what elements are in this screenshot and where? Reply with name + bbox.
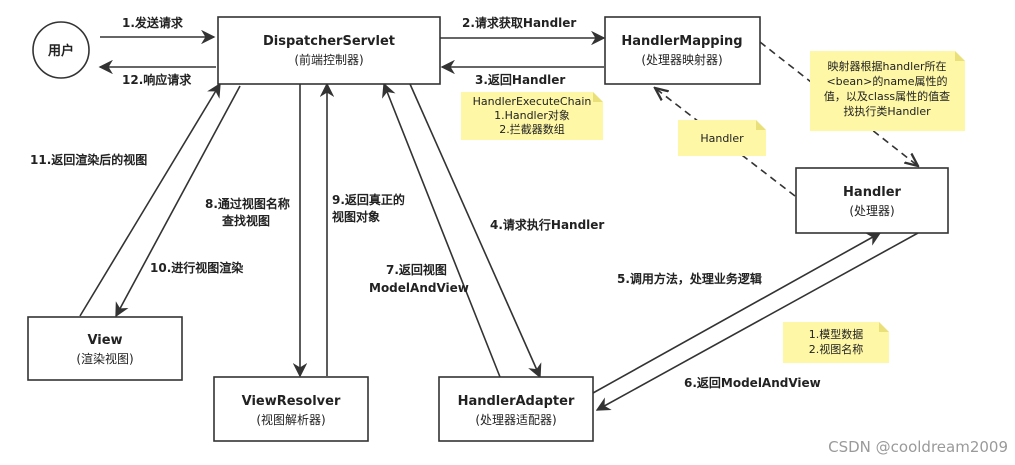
node-view-resolver: ViewResolver (视图解析器) xyxy=(213,376,369,442)
node-handler-adapter: HandlerAdapter (处理器适配器) xyxy=(438,376,594,442)
view-title: View xyxy=(87,333,122,348)
note-execute-chain-line-1: HandlerExecuteChain xyxy=(473,95,592,108)
handler-mapping-title: HandlerMapping xyxy=(621,34,742,49)
step-9-label-line-1: 9.返回真正的 xyxy=(332,192,405,207)
handler-title: Handler xyxy=(843,185,901,200)
view-resolver-title: ViewResolver xyxy=(242,394,341,409)
step-10-label: 10.进行视图渲染 xyxy=(150,260,244,275)
nodes: 用户 DispatcherServlet (前端控制器) HandlerMapp… xyxy=(27,16,949,442)
arrow-return-modelandview-6 xyxy=(595,232,919,411)
note-execute-chain-line-2: 1.Handler对象 xyxy=(494,108,570,122)
note-model-line-2: 2.视图名称 xyxy=(809,342,864,356)
node-user: 用户 xyxy=(32,21,90,79)
note-model: 1.模型数据 2.视图名称 xyxy=(783,322,889,363)
arrow-return-modelandview-7 xyxy=(382,82,501,378)
node-handler-mapping: HandlerMapping (处理器映射器) xyxy=(604,16,761,85)
note-mapper: 映射器根据handler所在 <bean>的name属性的 值，以及class属… xyxy=(810,51,965,131)
note-execute-chain: HandlerExecuteChain 1.Handler对象 2.拦截器数组 xyxy=(461,92,603,140)
note-handler-text: Handler xyxy=(700,132,744,145)
step-3-label: 3.返回Handler xyxy=(475,72,565,87)
watermark: CSDN @cooldream2009 xyxy=(828,438,1008,456)
step-11-label: 11.返回渲染后的视图 xyxy=(30,152,147,167)
note-mapper-line-1: 映射器根据handler所在 xyxy=(827,59,946,73)
step-8-label-line-1: 8.通过视图名称 xyxy=(205,196,290,211)
view-subtitle: (渲染视图) xyxy=(76,351,133,366)
step-1-label: 1.发送请求 xyxy=(122,15,184,30)
step-7-label-line-1: 7.返回视图 xyxy=(386,262,447,277)
note-mapper-line-3: 值，以及class属性的值查 xyxy=(824,89,950,103)
handler-adapter-title: HandlerAdapter xyxy=(458,394,575,409)
note-handler: Handler xyxy=(678,120,766,156)
notes: HandlerExecuteChain 1.Handler对象 2.拦截器数组 … xyxy=(461,51,965,363)
step-7-label-line-2: ModelAndView xyxy=(369,281,469,295)
node-view: View (渲染视图) xyxy=(27,316,183,381)
dispatcher-title: DispatcherServlet xyxy=(263,34,395,49)
note-mapper-line-2: <bean>的name属性的 xyxy=(826,74,947,88)
step-8-label-line-2: 查找视图 xyxy=(221,213,270,228)
node-handler: Handler (处理器) xyxy=(795,167,949,234)
note-mapper-line-4: 找执行类Handler xyxy=(843,104,931,118)
step-4-label: 4.请求执行Handler xyxy=(490,217,604,232)
step-labels: 1.发送请求 12.响应请求 2.请求获取Handler 3.返回Handler… xyxy=(30,15,821,390)
node-dispatcher-servlet: DispatcherServlet (前端控制器) xyxy=(217,16,441,85)
node-user-label: 用户 xyxy=(47,43,74,59)
note-model-line-1: 1.模型数据 xyxy=(809,327,864,341)
handler-subtitle: (处理器) xyxy=(849,204,894,218)
step-6-label: 6.返回ModelAndView xyxy=(684,375,821,390)
dispatcher-subtitle: (前端控制器) xyxy=(294,52,363,67)
note-execute-chain-line-3: 2.拦截器数组 xyxy=(499,122,565,136)
handler-adapter-subtitle: (处理器适配器) xyxy=(475,413,556,427)
arrow-render-view xyxy=(115,85,241,318)
arrow-execute-handler xyxy=(409,83,542,379)
view-resolver-subtitle: (视图解析器) xyxy=(256,412,325,427)
step-12-label: 12.响应请求 xyxy=(122,72,192,87)
arrow-return-rendered-view xyxy=(79,82,221,317)
arrow-invoke-method xyxy=(592,232,882,394)
step-9-label-line-2: 视图对象 xyxy=(332,209,380,224)
step-5-label: 5.调用方法，处理业务逻辑 xyxy=(617,271,762,286)
handler-mapping-subtitle: (处理器映射器) xyxy=(641,52,722,67)
step-2-label: 2.请求获取Handler xyxy=(462,15,576,30)
